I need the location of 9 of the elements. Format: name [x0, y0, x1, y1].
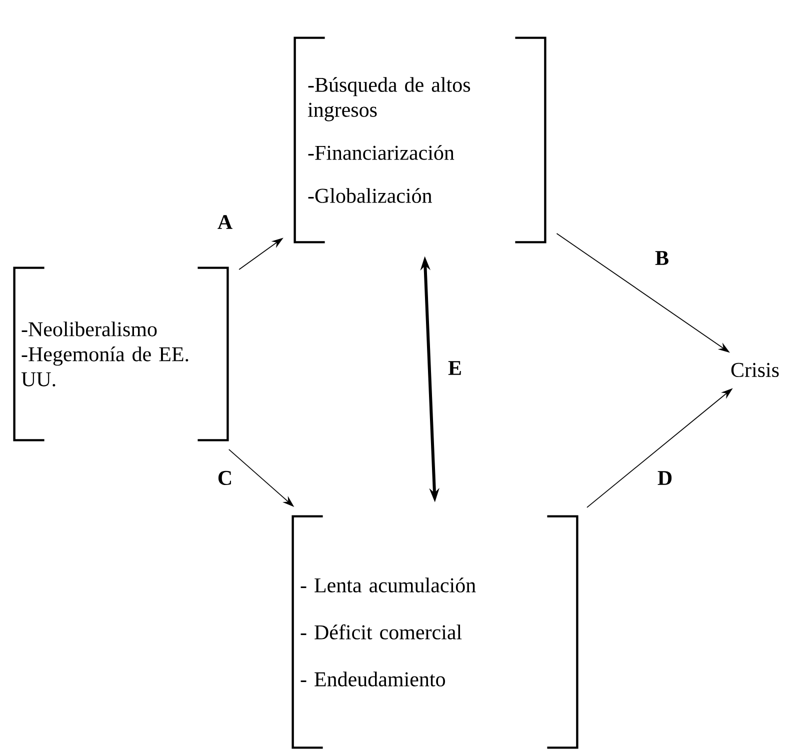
- bracket-box: -Neoliberalismo -Hegemonía de EE. UU.: [13, 266, 229, 442]
- edge-label: C: [215, 468, 235, 488]
- edge-label: D: [655, 469, 675, 487]
- edge-label: E: [446, 359, 464, 377]
- edge-label: B: [653, 249, 671, 267]
- edge-label: A: [215, 213, 235, 231]
- bracket-box: -Búsqueda de altos ingresos -Financiarización -Globalización: [294, 36, 546, 244]
- bracket-box: - Lenta acumulación - Déficit comercial - Endeudamiento: [292, 515, 578, 749]
- node-text: Crisis: [731, 362, 779, 378]
